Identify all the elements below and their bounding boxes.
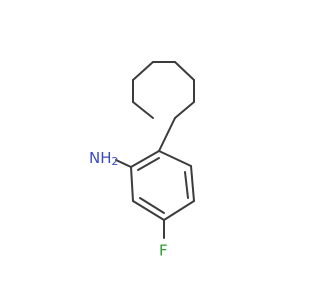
bond-a2-a3 (190, 165, 195, 202)
bond-arene-to-nh2 (115, 159, 132, 168)
double-bond-inner-a4-a5 (139, 197, 165, 214)
bond-a6-a1 (130, 150, 160, 168)
bond-a4-a5 (132, 200, 165, 221)
cyclohexane-ring (132, 61, 195, 119)
bond-a1-a2 (158, 150, 192, 167)
fluorine-label: F (159, 242, 168, 260)
bond-a3-a4 (163, 200, 195, 221)
bond-c5-c6 (132, 61, 154, 81)
amine-label-subscript: 2 (112, 155, 119, 168)
amine-label: NH2 (89, 149, 119, 169)
bond-c1-c2 (174, 101, 195, 119)
amine-label-main: NH (89, 149, 112, 167)
double-bond-inner-a6-a1 (137, 157, 160, 171)
molecule-structure-diagram: NH2 F (89, 61, 195, 260)
bond-cyclohexyl-to-arene (158, 117, 176, 152)
bond-c3-c4 (174, 61, 195, 81)
bond-c7-c1 (132, 101, 154, 119)
double-bond-inner-a2-a3 (184, 171, 189, 199)
benzene-ring (130, 150, 195, 221)
bond-a5-a6 (130, 166, 134, 202)
